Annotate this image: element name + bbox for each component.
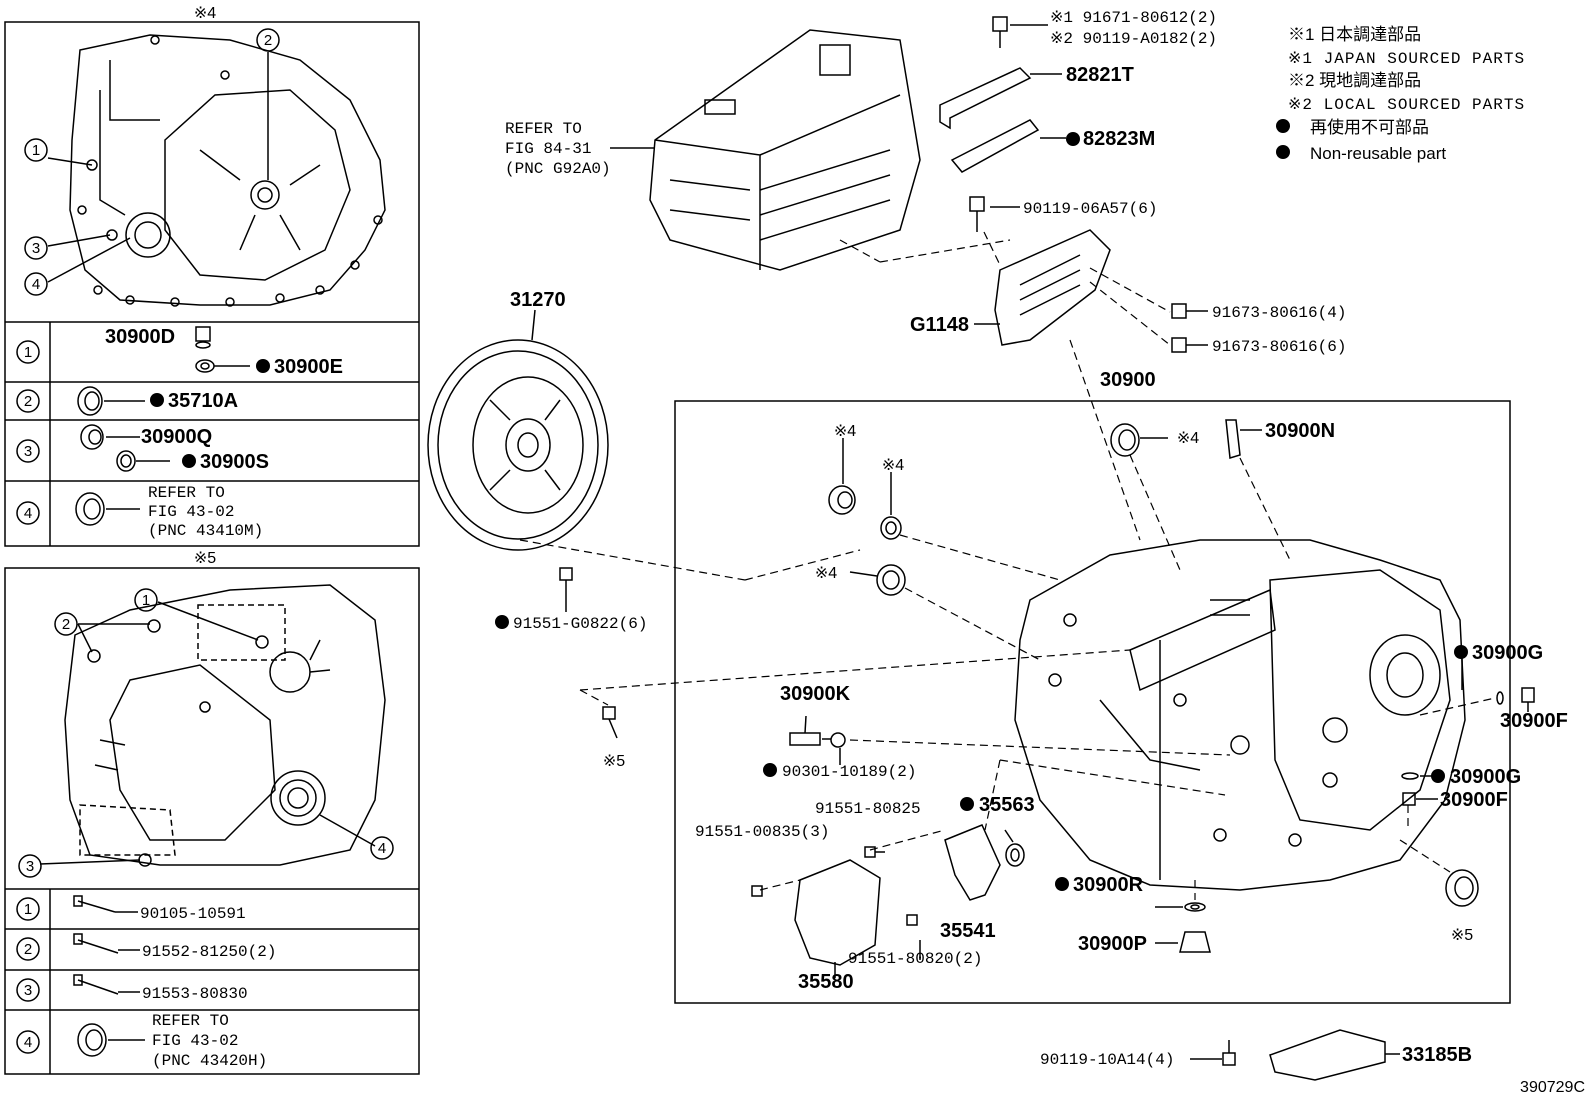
svg-text:91551-80820(2): 91551-80820(2) <box>848 950 982 968</box>
svg-text:※4: ※4 <box>834 423 856 440</box>
svg-text:REFER TO: REFER TO <box>505 120 582 138</box>
legend-bullet-2 <box>1276 145 1290 159</box>
svg-text:1: 1 <box>142 592 150 609</box>
box5-frame <box>4 567 420 1075</box>
sensor-35541 <box>944 824 1001 901</box>
svg-text:3: 3 <box>32 240 40 257</box>
part-label: 35710A <box>168 390 238 412</box>
svg-text:35580: 35580 <box>798 971 854 993</box>
svg-text:91553-80830: 91553-80830 <box>142 985 248 1003</box>
callout-4 <box>24 272 48 296</box>
part-label: 30900Q <box>141 426 212 448</box>
legend-line: ※2 現地調達部品 <box>1288 71 1421 90</box>
svg-text:1: 1 <box>24 901 32 918</box>
svg-text:91551-00835(3): 91551-00835(3) <box>695 823 829 841</box>
svg-text:90119-06A57(6): 90119-06A57(6) <box>1023 200 1157 218</box>
svg-text:REFER TO: REFER TO <box>148 484 225 502</box>
svg-text:※5: ※5 <box>603 753 625 770</box>
svg-text:33185B: 33185B <box>1402 1044 1472 1066</box>
svg-text:REFER TO: REFER TO <box>152 1012 229 1030</box>
part-label: 30900E <box>274 356 343 378</box>
svg-text:2: 2 <box>24 393 32 410</box>
svg-text:2: 2 <box>264 32 272 49</box>
svg-text:G1148: G1148 <box>910 314 969 336</box>
damper-disc-31270 <box>427 339 609 551</box>
svg-text:※5: ※5 <box>1451 927 1473 944</box>
svg-text:91552-81250(2): 91552-81250(2) <box>142 943 276 961</box>
part-label: 30900D <box>105 326 175 348</box>
callout-1 <box>24 138 48 162</box>
non-reusable-markers <box>150 119 1468 891</box>
svg-text:3: 3 <box>26 858 34 875</box>
svg-text:FIG 43-02: FIG 43-02 <box>152 1032 238 1050</box>
svg-text:※2 90119-A0182(2): ※2 90119-A0182(2) <box>1050 30 1217 48</box>
svg-text:30900N: 30900N <box>1265 420 1335 442</box>
legend-line: ※1 JAPAN SOURCED PARTS <box>1288 50 1525 68</box>
svg-text:90105-10591: 90105-10591 <box>140 905 246 923</box>
svg-text:※4: ※4 <box>815 565 837 582</box>
legend-bullet-1 <box>1276 119 1290 133</box>
sensor-35580 <box>794 859 881 966</box>
svg-text:3: 3 <box>24 443 32 460</box>
legend-line: ※1 日本調達部品 <box>1288 25 1421 44</box>
g1148-unit <box>994 229 1111 346</box>
svg-text:(PNC 43420H): (PNC 43420H) <box>152 1052 267 1070</box>
svg-text:1: 1 <box>24 344 32 361</box>
box4-frame <box>4 21 420 547</box>
svg-text:※1 91671-80612(2): ※1 91671-80612(2) <box>1050 9 1217 27</box>
svg-text:82823M: 82823M <box>1083 128 1155 150</box>
callout-2 <box>256 28 280 52</box>
bracket-33185b <box>1269 1029 1386 1081</box>
svg-text:3: 3 <box>24 982 32 999</box>
svg-text:1: 1 <box>32 142 40 159</box>
svg-text:4: 4 <box>24 505 32 522</box>
svg-text:30900: 30900 <box>1100 369 1156 391</box>
svg-text:30900P: 30900P <box>1078 933 1147 955</box>
svg-text:4: 4 <box>24 1034 32 1051</box>
transaxle-housing-5 <box>64 584 386 867</box>
transaxle-case-30900 <box>1014 539 1466 891</box>
svg-text:4: 4 <box>32 276 40 293</box>
svg-text:※4: ※4 <box>1177 430 1199 447</box>
svg-text:4: 4 <box>378 840 386 857</box>
svg-text:90119-10A14(4): 90119-10A14(4) <box>1040 1051 1174 1069</box>
svg-text:91551-80825: 91551-80825 <box>815 800 921 818</box>
part-label: 30900S <box>200 451 269 473</box>
svg-text:2: 2 <box>62 616 70 633</box>
callout-3 <box>24 236 48 260</box>
svg-text:30900G: 30900G <box>1472 642 1543 664</box>
svg-text:35541: 35541 <box>940 920 996 942</box>
inverter-assembly <box>649 29 921 271</box>
svg-text:30900G: 30900G <box>1450 766 1521 788</box>
box5-title: ※5 <box>194 550 216 567</box>
svg-text:82821T: 82821T <box>1066 64 1134 86</box>
svg-text:(PNC 43410M): (PNC 43410M) <box>148 522 263 540</box>
transaxle-housing-4 <box>69 34 386 307</box>
figure-code: 390729C <box>1520 1079 1585 1096</box>
svg-text:35563: 35563 <box>979 794 1035 816</box>
legend-line: Non-reusable part <box>1310 144 1446 163</box>
svg-text:2: 2 <box>24 941 32 958</box>
svg-text:※4: ※4 <box>882 457 904 474</box>
svg-text:30900F: 30900F <box>1440 789 1508 811</box>
svg-text:30900F: 30900F <box>1500 710 1568 732</box>
svg-text:31270: 31270 <box>510 289 566 311</box>
svg-text:(PNC G92A0): (PNC G92A0) <box>505 160 611 178</box>
svg-text:91673-80616(4): 91673-80616(4) <box>1212 304 1346 322</box>
svg-text:30900K: 30900K <box>780 683 851 705</box>
box4-title: ※4 <box>194 5 216 22</box>
legend-line: 再使用不可部品 <box>1310 117 1429 137</box>
assembly-frame <box>674 400 1511 1004</box>
legend-line: ※2 LOCAL SOURCED PARTS <box>1288 96 1525 114</box>
svg-text:91551-G0822(6): 91551-G0822(6) <box>513 615 647 633</box>
svg-text:91673-80616(6): 91673-80616(6) <box>1212 338 1346 356</box>
svg-text:30900R: 30900R <box>1073 874 1144 896</box>
svg-text:FIG 43-02: FIG 43-02 <box>148 503 234 521</box>
svg-text:FIG 84-31: FIG 84-31 <box>505 140 591 158</box>
svg-text:90301-10189(2): 90301-10189(2) <box>782 763 916 781</box>
